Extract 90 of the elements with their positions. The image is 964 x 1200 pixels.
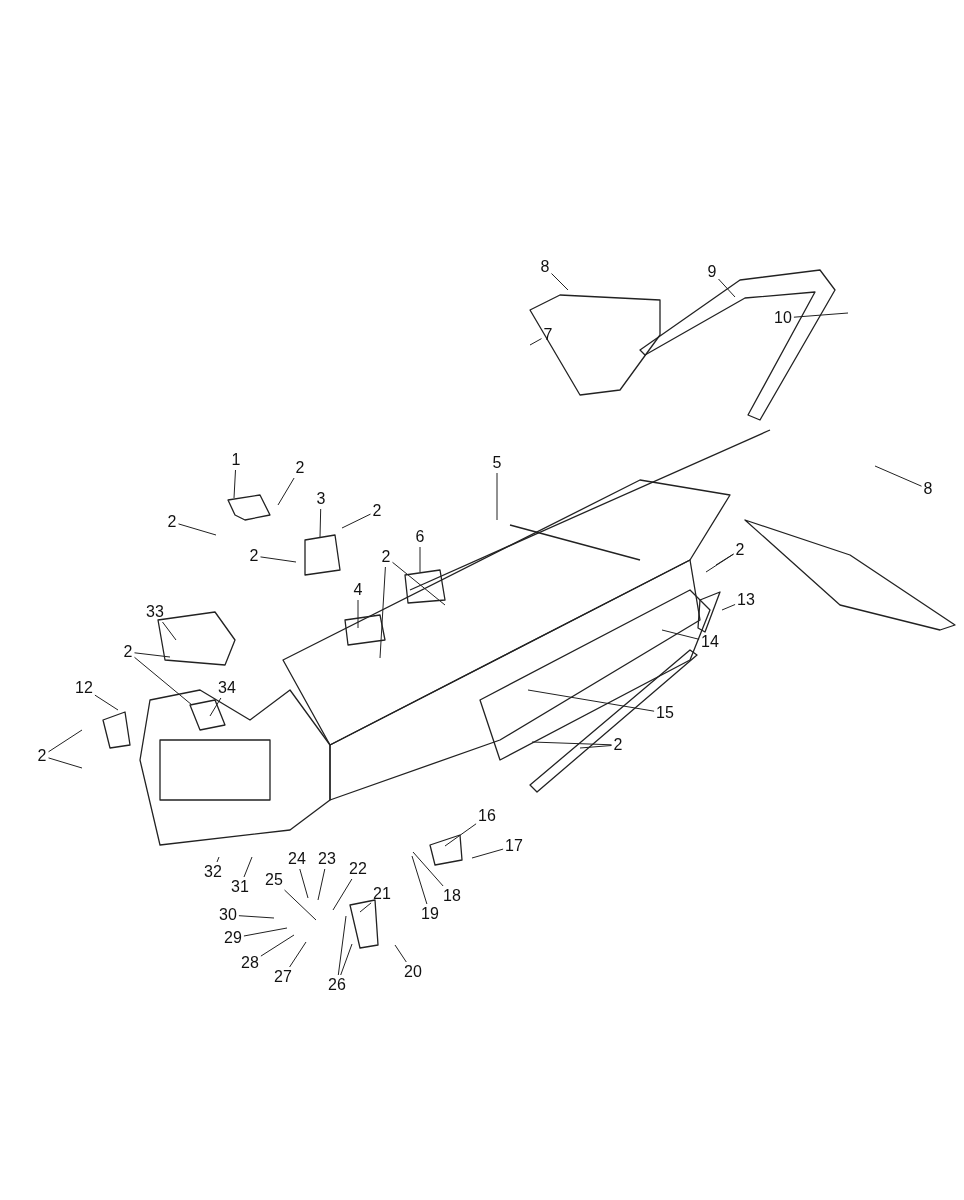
callout-number: 25: [265, 871, 283, 889]
leader-line: [721, 604, 736, 611]
callout-number: 4: [353, 581, 363, 599]
leader-line: [289, 941, 307, 968]
callout-number: 18: [443, 887, 461, 905]
leader-line: [284, 889, 317, 921]
leader-line: [48, 757, 83, 769]
callout-number: 5: [492, 454, 502, 472]
leader-line: [48, 729, 83, 753]
leader-line: [238, 915, 275, 919]
leader-line: [705, 553, 734, 573]
callout-number: 8: [923, 480, 933, 498]
leader-line: [527, 689, 655, 712]
leader-line: [341, 513, 371, 529]
callout-number: 9: [707, 263, 717, 281]
callout-number: 33: [146, 603, 164, 621]
callout-number: 12: [75, 679, 93, 697]
callout-number: 2: [613, 736, 623, 754]
callout-number: 6: [415, 528, 425, 546]
leader-line: [411, 855, 428, 905]
leader-line: [243, 856, 253, 878]
leader-line: [209, 697, 222, 717]
callout-number: 2: [372, 502, 382, 520]
callout-number: 2: [167, 513, 177, 531]
callout-number: 14: [701, 633, 719, 651]
callout-number: 7: [543, 326, 553, 344]
leader-line: [392, 561, 446, 606]
leader-line: [444, 823, 477, 847]
callout-number: 34: [218, 679, 236, 697]
leader-line: [551, 273, 569, 291]
callout-number: 3: [316, 490, 326, 508]
leader-line: [233, 469, 236, 499]
leader-line: [496, 472, 498, 521]
callout-number: 21: [373, 885, 391, 903]
callout-number: 20: [404, 963, 422, 981]
leader-line: [579, 745, 612, 749]
callout-number: 28: [241, 954, 259, 972]
callout-number: 22: [349, 860, 367, 878]
callout-number: 17: [505, 837, 523, 855]
callout-number: 2: [37, 747, 47, 765]
leader-line: [134, 656, 193, 706]
callout-number: 24: [288, 850, 306, 868]
leader-line: [260, 934, 295, 957]
callout-number: 26: [328, 976, 346, 994]
callout-number: 2: [381, 548, 391, 566]
callout-number: 19: [421, 905, 439, 923]
leader-line: [357, 599, 359, 629]
leader-line: [178, 523, 217, 536]
leader-line: [134, 652, 171, 658]
leader-line: [317, 868, 326, 901]
callout-number: 2: [123, 643, 133, 661]
leader-line: [359, 902, 372, 913]
leader-line: [277, 477, 295, 506]
callout-number: 16: [478, 807, 496, 825]
leader-line: [529, 338, 542, 346]
leader-line: [379, 566, 386, 659]
leader-line: [715, 553, 734, 566]
callout-number: 13: [737, 591, 755, 609]
leader-line: [319, 508, 322, 538]
leader-line: [162, 621, 177, 641]
leader-line: [471, 848, 504, 859]
leader-line: [299, 868, 309, 899]
callout-number: 15: [656, 704, 674, 722]
callout-number: 2: [249, 547, 259, 565]
leader-line: [243, 927, 288, 937]
leader-line: [419, 546, 421, 573]
leader-line: [718, 278, 736, 298]
leader-line: [793, 312, 849, 318]
callout-number: 2: [735, 541, 745, 559]
leader-line: [412, 851, 444, 887]
leader-line: [94, 694, 119, 711]
leader-line: [661, 629, 700, 640]
leader-line: [531, 741, 612, 746]
leader-line: [260, 556, 297, 563]
callout-number: 30: [219, 906, 237, 924]
callout-number: 2: [295, 459, 305, 477]
callout-number: 32: [204, 863, 222, 881]
callout-number: 27: [274, 968, 292, 986]
callout-number: 1: [231, 451, 241, 469]
leader-line: [332, 878, 353, 911]
callout-number: 23: [318, 850, 336, 868]
leader-line: [216, 856, 220, 863]
callout-number: 8: [540, 258, 550, 276]
callout-number: 31: [231, 878, 249, 896]
leader-line: [337, 915, 347, 976]
leader-line: [394, 944, 407, 963]
leader-line: [874, 465, 922, 487]
callout-number: 29: [224, 929, 242, 947]
callout-number: 10: [774, 309, 792, 327]
leader-line: [340, 943, 353, 976]
